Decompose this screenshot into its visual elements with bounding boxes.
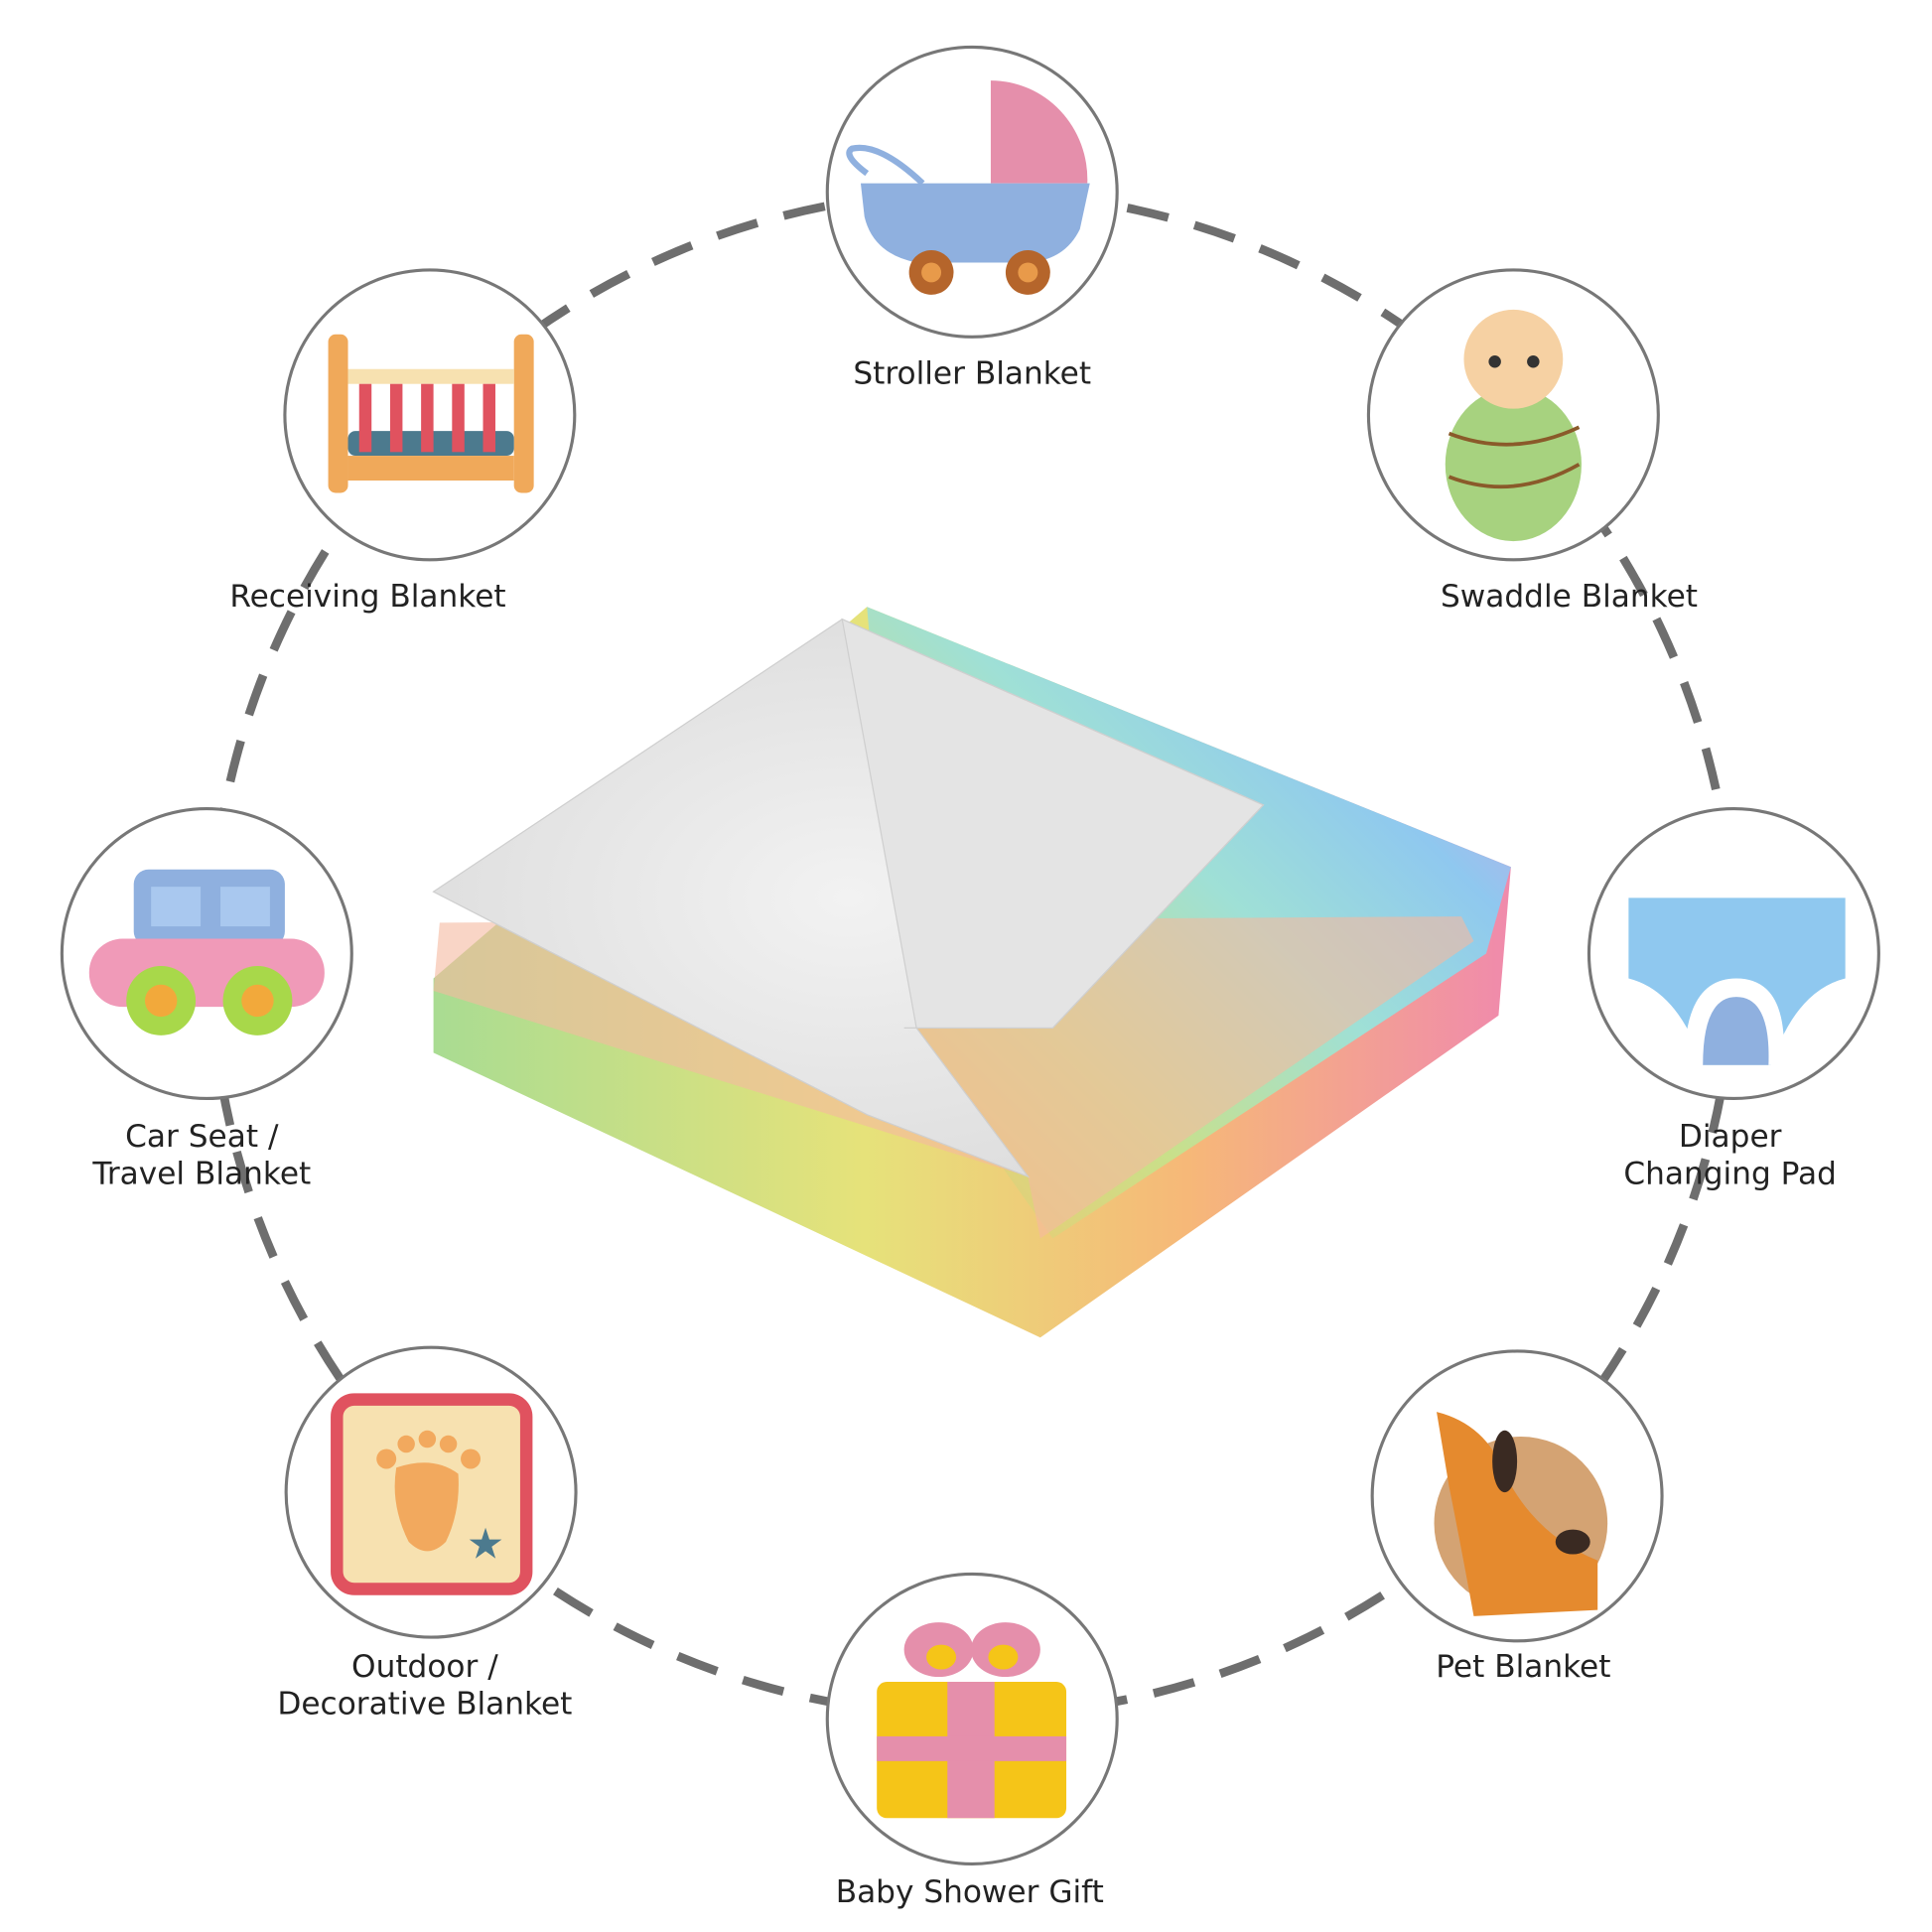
label-carseat-2: Travel Blanket	[91, 1157, 311, 1192]
crib-icon	[328, 334, 534, 493]
label-diaper-2: Changing Pad	[1623, 1157, 1837, 1192]
dog-icon	[1434, 1412, 1608, 1616]
label-carseat-1: Car Seat /	[125, 1119, 279, 1155]
label-stroller: Stroller Blanket	[853, 356, 1091, 392]
use-stroller: Stroller Blanket	[825, 45, 1119, 392]
label-diaper-1: Diaper	[1679, 1119, 1782, 1155]
use-diaper: Diaper Changing Pad	[1587, 807, 1880, 1192]
diaper-icon	[1628, 897, 1846, 1065]
stroller-icon	[846, 80, 1090, 295]
svg-text:★: ★	[467, 1521, 504, 1568]
label-swaddle: Swaddle Blanket	[1441, 579, 1698, 615]
label-receiving: Receiving Blanket	[229, 579, 505, 615]
use-carseat: Car Seat / Travel Blanket	[60, 807, 353, 1192]
footprint-icon: ★	[331, 1393, 533, 1595]
label-pet: Pet Blanket	[1436, 1649, 1610, 1685]
gift-box-icon	[877, 1622, 1067, 1819]
use-pet: Pet Blanket	[1370, 1349, 1664, 1685]
folded-blanket-image	[432, 607, 1511, 1338]
label-outdoor-2: Decorative Blanket	[277, 1686, 572, 1722]
toy-car-icon	[88, 869, 325, 1035]
use-swaddle: Swaddle Blanket	[1366, 268, 1698, 615]
swaddled-baby-icon	[1445, 309, 1582, 542]
use-receiving: Receiving Blanket	[229, 268, 577, 615]
label-outdoor-1: Outdoor /	[351, 1649, 498, 1685]
label-gift: Baby Shower Gift	[836, 1874, 1104, 1910]
use-gift: Baby Shower Gift	[825, 1572, 1119, 1910]
use-outdoor: ★ Outdoor / Decorative Blanket	[277, 1345, 578, 1722]
